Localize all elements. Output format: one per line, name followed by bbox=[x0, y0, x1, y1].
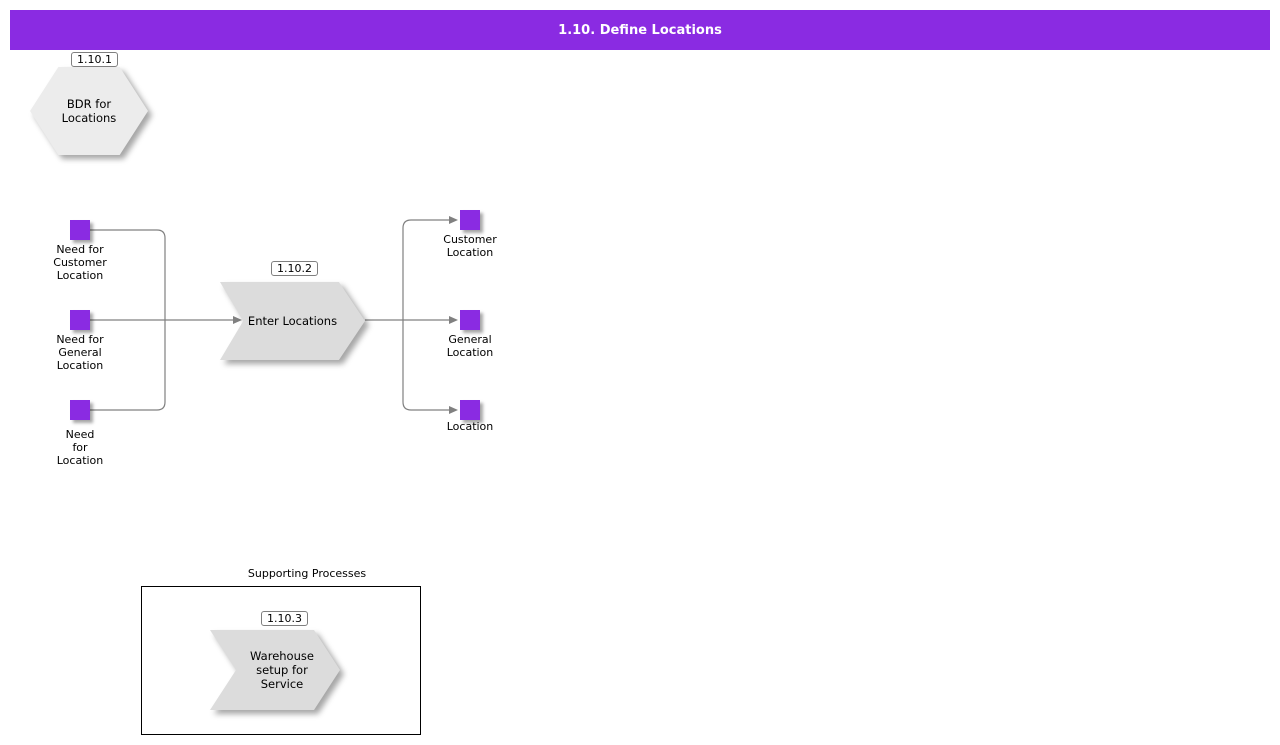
connector-input-customer bbox=[90, 229, 166, 320]
tag-bdr: 1.10.1 bbox=[71, 52, 118, 67]
page-title: 1.10. Define Locations bbox=[558, 22, 722, 38]
bdr-hexagon-label: BDR for Locations bbox=[61, 97, 117, 125]
process-warehouse-setup-shape: Warehouse setup for Service bbox=[210, 630, 340, 710]
arrowhead-output-general bbox=[449, 316, 458, 324]
output-label-location: Location bbox=[446, 420, 494, 433]
output-square-location[interactable] bbox=[460, 400, 480, 420]
tag-warehouse-setup: 1.10.3 bbox=[261, 611, 308, 626]
input-square-need-for-general-location[interactable] bbox=[70, 310, 90, 330]
process-warehouse-setup[interactable]: Warehouse setup for Service bbox=[210, 630, 340, 710]
output-square-general-location[interactable] bbox=[460, 310, 480, 330]
tag-enter-locations: 1.10.2 bbox=[271, 261, 318, 276]
output-label-customer-location: Customer Location bbox=[443, 233, 497, 259]
connector-input-location bbox=[90, 320, 166, 411]
arrowhead-output-location bbox=[449, 406, 458, 414]
process-enter-locations-shape: Enter Locations bbox=[220, 282, 365, 360]
input-label-need-for-general-location: Need for General Location bbox=[56, 333, 104, 372]
title-bar: 1.10. Define Locations bbox=[10, 10, 1270, 50]
arrowhead-into-process bbox=[233, 316, 242, 324]
connector-output-customer bbox=[402, 219, 449, 320]
process-warehouse-setup-label: Warehouse setup for Service bbox=[250, 649, 314, 691]
input-label-need-for-location: Need for Location bbox=[56, 428, 104, 467]
input-square-need-for-customer-location[interactable] bbox=[70, 220, 90, 240]
supporting-processes-box bbox=[141, 586, 421, 735]
output-label-general-location: General Location bbox=[446, 333, 494, 359]
bdr-hexagon-shape: BDR for Locations bbox=[30, 67, 148, 155]
output-square-customer-location[interactable] bbox=[460, 210, 480, 230]
input-square-need-for-location[interactable] bbox=[70, 400, 90, 420]
bdr-hexagon[interactable]: BDR for Locations bbox=[30, 67, 148, 155]
input-label-need-for-customer-location: Need for Customer Location bbox=[53, 243, 107, 282]
connector-output-location bbox=[402, 320, 449, 411]
process-enter-locations-label: Enter Locations bbox=[247, 314, 338, 328]
arrowhead-output-customer bbox=[449, 216, 458, 224]
process-enter-locations[interactable]: Enter Locations bbox=[220, 282, 365, 360]
supporting-processes-title: Supporting Processes bbox=[247, 567, 367, 580]
